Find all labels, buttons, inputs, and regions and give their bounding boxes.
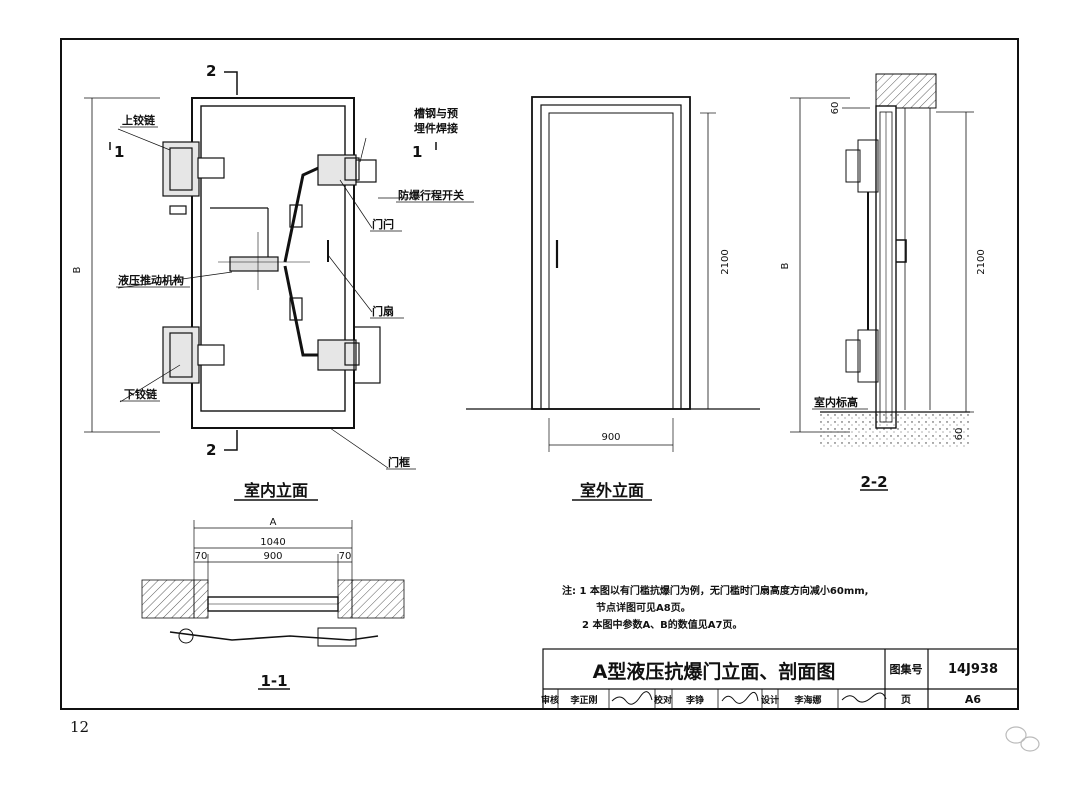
hydraulic-mechanism: [229, 256, 279, 272]
page-number: 12: [70, 718, 90, 736]
note-line-2: 节点详图可见A8页。: [596, 601, 691, 614]
label-limit-switch: 防爆行程开关: [398, 188, 464, 202]
section-1-1: [141, 520, 405, 690]
signature-designer: [841, 692, 887, 703]
indoor-elevation: [84, 71, 437, 501]
note-line-1: 注: 1 本图以有门槛抗爆门为例，无门槛时门扇高度方向减小60mm,: [562, 584, 868, 597]
page-label: 页: [901, 694, 911, 706]
top-hinge: [162, 141, 200, 197]
design-label: 设计: [761, 694, 779, 706]
atlas-label: 图集号: [890, 662, 923, 676]
dim-2100-section: 2100: [976, 249, 987, 274]
signature-reviewer: [611, 691, 653, 705]
view-title-indoor: 室内立面: [244, 481, 308, 500]
view-title-section-22: 2-2: [860, 473, 887, 491]
label-door-bolt: 门闩: [372, 217, 394, 231]
label-hydraulic: 液压推动机构: [118, 273, 184, 287]
dim-70-left: 70: [195, 551, 208, 562]
label-door-leaf: 门扇: [372, 304, 394, 318]
dim-900-outdoor: 900: [601, 432, 620, 443]
label-channel-weld-1: 槽钢与预: [414, 106, 458, 120]
dim-a-plan: A: [270, 517, 277, 528]
dim-60-bottom: 60: [954, 428, 965, 441]
view-title-section-11: 1-1: [260, 672, 287, 690]
page-code: A6: [965, 693, 982, 706]
section-mark-2-top: 2: [206, 62, 216, 80]
outdoor-elevation: [466, 96, 760, 501]
label-door-frame: 门框: [388, 455, 410, 469]
note-line-3: 2 本图中参数A、B的数值见A7页。: [582, 618, 743, 631]
outdoor-frame: [531, 96, 691, 410]
section-mark-1-right: 1: [412, 143, 422, 161]
sheet-border: [60, 38, 1019, 710]
view-title-outdoor: 室外立面: [580, 481, 644, 500]
dim-70-right: 70: [339, 551, 352, 562]
indoor-labels: 上铰链 液压推动机构 下铰链 槽钢与预 埋件焊接 防爆行程开关 门闩 门扇 门框…: [72, 62, 474, 500]
reviewer-name: 李正刚: [569, 694, 597, 706]
wechat-watermark-icon: [1005, 726, 1040, 752]
label-top-hinge: 上铰链: [122, 113, 156, 127]
bottom-hinge: [162, 326, 200, 384]
label-channel-weld-2: 埋件焊接: [414, 121, 458, 135]
section-mark-1-left: 1: [114, 143, 124, 161]
review-label: 审核: [541, 694, 559, 706]
dim-900-plan: 900: [263, 551, 282, 562]
dim-60-top: 60: [830, 102, 841, 115]
dim-b-indoor: B: [72, 266, 83, 273]
door-leaf-outline: [200, 105, 346, 412]
dim-b-section: B: [780, 262, 791, 269]
section-mark-2-bottom: 2: [206, 441, 216, 459]
atlas-number: 14J938: [948, 662, 998, 677]
checker-name: 李铮: [685, 694, 704, 706]
notes: 注: 1 本图以有门槛抗爆门为例，无门槛时门扇高度方向减小60mm, 节点详图可…: [562, 584, 868, 631]
label-bottom-hinge: 下铰链: [124, 387, 158, 401]
signature-checker: [721, 691, 759, 704]
title-block: [542, 648, 1019, 710]
title-main: A型液压抗爆门立面、剖面图: [593, 660, 836, 683]
designer-name: 李海娜: [793, 694, 821, 706]
door-frame-outline: [191, 97, 355, 429]
label-indoor-level: 室内标高: [814, 395, 858, 409]
limit-switch: [355, 159, 377, 183]
section-2-2: [790, 73, 974, 491]
check-label: 校对: [654, 694, 672, 706]
dim-2100-outdoor: 2100: [720, 249, 731, 274]
dim-1040-plan: 1040: [260, 537, 285, 548]
